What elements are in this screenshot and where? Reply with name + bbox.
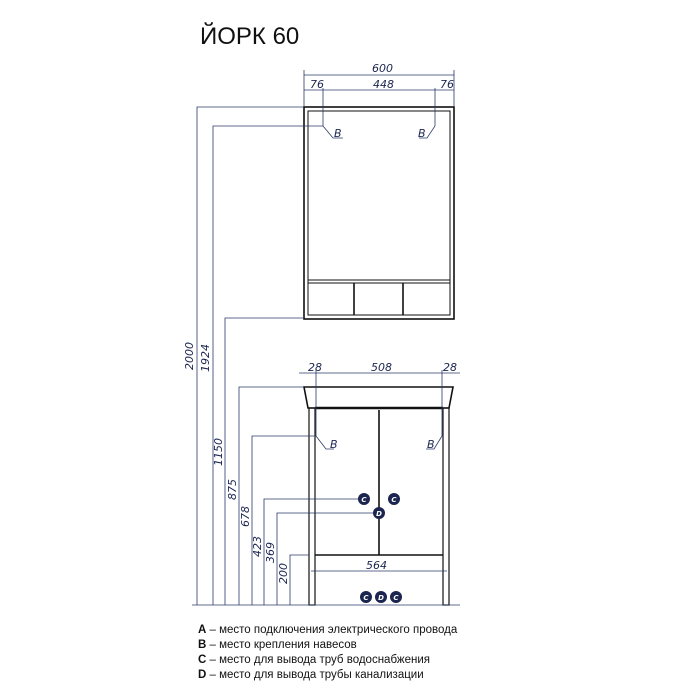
legend-item-d: D – место для вывода трубы канализации	[198, 669, 424, 681]
legend-text: – место крепления навесов	[206, 639, 357, 651]
svg-text:C: C	[393, 594, 399, 602]
mount-b-vanity-right: B	[427, 438, 435, 451]
legend-item-a: A – место подключения электрического про…	[198, 624, 457, 636]
svg-text:C: C	[391, 496, 397, 504]
marker-d-floor: D	[375, 591, 387, 603]
marker-d: D	[373, 507, 385, 519]
dim-369: 369	[264, 542, 277, 563]
marker-c-floor-right: C	[390, 591, 402, 603]
dim-423: 423	[251, 536, 264, 557]
mount-b-vanity-left: B	[330, 438, 338, 451]
svg-text:D: D	[378, 594, 384, 602]
dim-76-left: 76	[310, 78, 324, 91]
drawing-title: ЙОРК 60	[200, 22, 299, 50]
dim-600: 600	[372, 62, 393, 75]
mount-b-mirror-left: B	[334, 127, 342, 140]
dim-678: 678	[239, 506, 252, 527]
dim-28-left: 28	[308, 361, 322, 374]
dim-200: 200	[277, 563, 290, 584]
dim-1150: 1150	[212, 438, 225, 466]
svg-text:C: C	[363, 594, 369, 602]
vanity-cabinet	[303, 386, 454, 606]
marker-c-right: C	[388, 493, 400, 505]
vanity-dimensions	[299, 370, 460, 572]
svg-text:C: C	[361, 496, 367, 504]
legend-key: B	[198, 639, 207, 651]
legend-text: – место подключения электрического прово…	[206, 624, 458, 636]
dim-76-right: 76	[440, 78, 454, 91]
legend-text: – место для вывода трубы канализации	[206, 669, 424, 681]
legend-item-b: B – место крепления навесов	[198, 639, 357, 651]
dim-28-right: 28	[443, 361, 457, 374]
legend-key: A	[198, 624, 207, 636]
mount-b-mirror-right: B	[418, 127, 426, 140]
marker-c-floor-left: C	[360, 591, 372, 603]
marker-c-left: C	[358, 493, 370, 505]
legend-item-c: C – место для вывода труб водоснабжения	[198, 654, 430, 666]
dim-564: 564	[366, 559, 387, 572]
dim-508: 508	[371, 361, 392, 374]
dim-448: 448	[373, 78, 394, 91]
dim-1924: 1924	[199, 344, 212, 372]
mirror-cabinet	[303, 106, 455, 320]
legend-text: – место для вывода труб водоснабжения	[206, 654, 431, 666]
legend-key: C	[198, 654, 207, 666]
svg-text:D: D	[376, 510, 382, 518]
height-dimensions	[192, 106, 460, 606]
dim-2000: 2000	[183, 342, 196, 370]
dim-875: 875	[226, 479, 239, 500]
legend-key: D	[198, 669, 207, 681]
mirror-dimensions	[303, 70, 455, 139]
